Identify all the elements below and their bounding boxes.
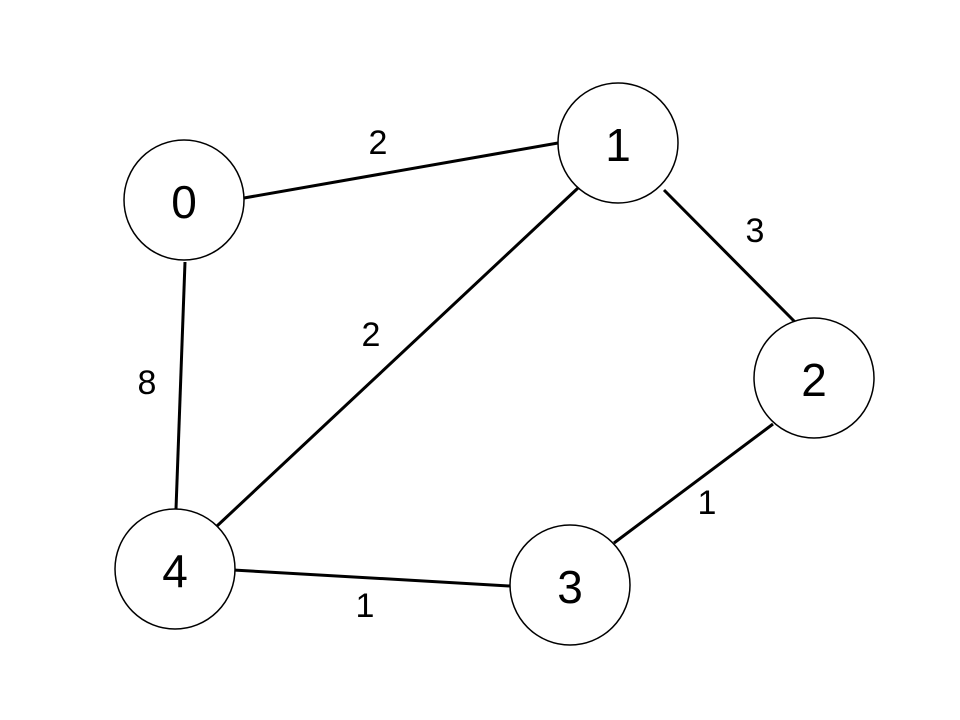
edge-weight-1-4: 2	[362, 316, 381, 354]
edge-4-3	[232, 568, 511, 588]
node-3-circle	[509, 524, 631, 646]
edge-weight-2-3: 1	[698, 484, 717, 522]
node-2-label: 2	[801, 354, 827, 406]
node-4: 4	[114, 508, 236, 630]
node-4-circle	[114, 508, 236, 630]
edge-1-4	[215, 186, 580, 528]
node-1-label: 1	[605, 119, 631, 171]
edge-weight-0-1: 2	[369, 124, 388, 162]
edge-1-2	[662, 188, 798, 325]
node-0: 0	[123, 139, 245, 261]
node-1-circle	[557, 82, 679, 204]
node-0-label: 0	[171, 176, 197, 228]
edge-0-4	[174, 261, 187, 510]
edge-weight-1-2: 3	[746, 212, 765, 250]
node-3-label: 3	[557, 561, 583, 613]
node-3: 3	[509, 524, 631, 646]
edge-0-1	[243, 141, 559, 200]
edge-weight-0-4: 8	[138, 364, 157, 402]
node-0-circle	[123, 139, 245, 261]
edge-2-3	[613, 422, 774, 545]
node-4-label: 4	[162, 545, 188, 597]
edge-weight-4-3: 1	[356, 587, 375, 625]
node-1: 1	[557, 82, 679, 204]
node-2-circle	[753, 317, 875, 439]
node-2: 2	[753, 317, 875, 439]
